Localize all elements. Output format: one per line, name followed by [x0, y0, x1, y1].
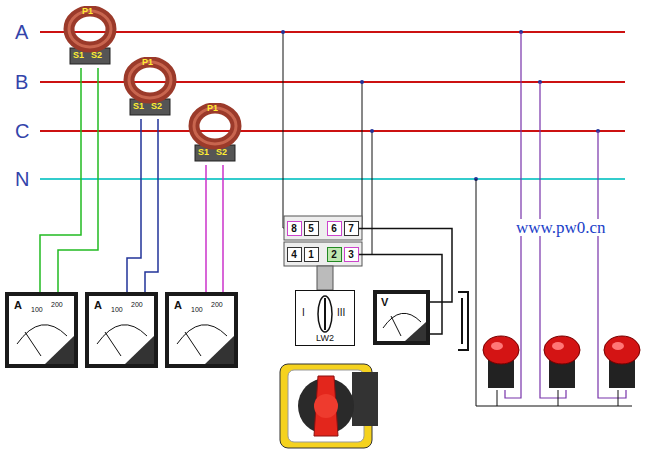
bus-label: A — [15, 22, 28, 42]
ct-polarity-mark: P1 — [207, 104, 218, 113]
scale-number: 200 — [51, 301, 63, 308]
current-transformer: P1S1 S2 — [62, 6, 118, 68]
bus-label: B — [15, 72, 28, 92]
switch-terminal: 8 — [287, 221, 302, 236]
ct-secondary-wire — [127, 119, 158, 292]
switch-shaft — [317, 266, 333, 290]
scale-number: 100 — [111, 306, 123, 313]
voltmeter: V — [373, 290, 430, 345]
rotary-knob — [280, 364, 378, 448]
ammeter: A 100 200 — [165, 292, 238, 368]
switch-position: III — [337, 308, 345, 318]
indicator-lights — [483, 336, 640, 388]
terminal-number: 8 — [291, 224, 297, 234]
ct-terminal-mark: S2 — [151, 102, 162, 111]
selector-switch-lw2: IIIILW2 — [295, 290, 355, 346]
ct-terminal-mark: S2 — [91, 51, 102, 60]
ct-polarity-mark: P1 — [82, 7, 93, 16]
ct-secondary-wire — [206, 165, 223, 292]
bus-label: N — [15, 169, 29, 189]
bus-label: C — [15, 121, 29, 141]
terminal-number: 2 — [331, 250, 337, 260]
bus-a — [40, 31, 625, 33]
ct-terminal-mark: S2 — [216, 148, 227, 157]
scale-number: 100 — [191, 306, 203, 313]
scale-number: 200 — [131, 301, 143, 308]
terminal-plate — [284, 242, 362, 266]
wire-path — [40, 68, 98, 292]
current-transformer: P1S1 S2 — [122, 57, 178, 119]
switch-terminal: 1 — [304, 247, 319, 262]
switch-terminal: 7 — [344, 221, 359, 236]
switch-terminal: 3 — [344, 247, 359, 262]
wire-path — [206, 165, 223, 292]
switch-taps — [283, 32, 372, 254]
switch-terminal: 2 — [327, 247, 342, 262]
ct-terminal-mark: S1 — [198, 148, 209, 157]
scale-number: 100 — [31, 306, 43, 313]
wire-path — [127, 119, 158, 292]
bus-n — [40, 178, 625, 180]
terminal-number: 3 — [348, 250, 354, 260]
current-transformer: P1S1 S2 — [187, 103, 243, 165]
ammeter: A 100 200 — [85, 292, 158, 368]
terminal-number: 1 — [308, 250, 314, 260]
terminal-number: 5 — [308, 224, 314, 234]
switch-terminal: 5 — [304, 221, 319, 236]
ct-secondary-wire — [40, 68, 98, 292]
bus-c — [40, 130, 625, 132]
ammeter: A 100 200 — [5, 292, 78, 368]
switch-terminal: 4 — [287, 247, 302, 262]
switch-model: LW2 — [316, 334, 334, 343]
meter-unit: V — [381, 297, 388, 308]
terminal-number: 6 — [331, 224, 337, 234]
terminal-number: 4 — [291, 250, 297, 260]
ct-terminal-mark: S1 — [133, 102, 144, 111]
terminal-number: 7 — [348, 224, 354, 234]
neutral-return — [476, 179, 632, 406]
ct-terminal-mark: S1 — [73, 51, 84, 60]
switch-position: I — [302, 308, 305, 318]
switch-terminal: 6 — [327, 221, 342, 236]
ct-polarity-mark: P1 — [142, 58, 153, 67]
meter-unit: A — [174, 300, 182, 311]
voltmeter-plug — [458, 292, 468, 350]
meter-unit: A — [14, 300, 22, 311]
scale-number: 200 — [211, 301, 223, 308]
terminal-plate — [284, 216, 362, 240]
tap-dots — [281, 30, 600, 181]
watermark: www.pw0.cn — [516, 219, 606, 236]
meter-unit: A — [94, 300, 102, 311]
